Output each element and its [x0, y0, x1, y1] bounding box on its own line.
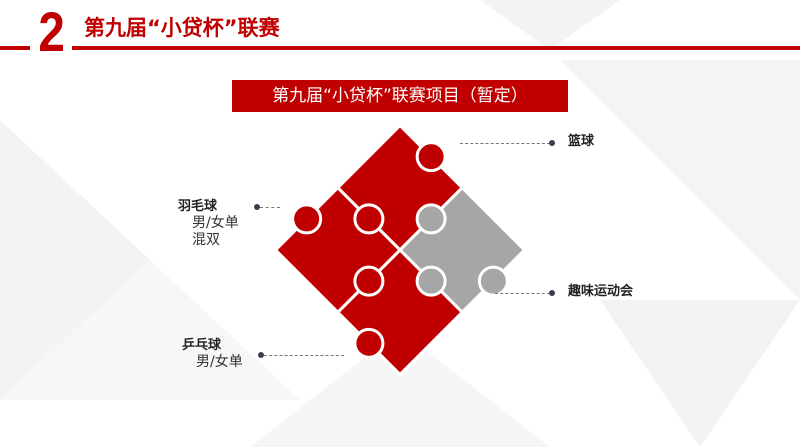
bullet-dot — [254, 204, 260, 210]
subtitle-banner: 第九届“小贷杯”联赛项目（暂定） — [232, 80, 568, 112]
bullet-dot — [549, 140, 555, 146]
leader-fun-games — [495, 293, 550, 294]
header-rule-left — [0, 46, 30, 50]
leader-pingpong — [264, 355, 344, 356]
bullet-dot — [258, 352, 264, 358]
label-pingpong: 乒乓球 男/女单 — [182, 338, 243, 370]
page-title: 第九届“小贷杯”联赛 — [84, 16, 280, 40]
puzzle-piece-badminton — [273, 185, 403, 315]
label-badminton: 羽毛球 男/女单 混双 — [178, 199, 239, 248]
label-basketball: 篮球 — [568, 134, 595, 149]
header-rule — [72, 46, 800, 50]
section-number: 2 — [38, 0, 65, 63]
leader-basketball — [460, 143, 550, 144]
bullet-dot — [549, 290, 555, 296]
label-fun-games: 趣味运动会 — [568, 284, 634, 299]
leader-badminton — [260, 207, 280, 208]
